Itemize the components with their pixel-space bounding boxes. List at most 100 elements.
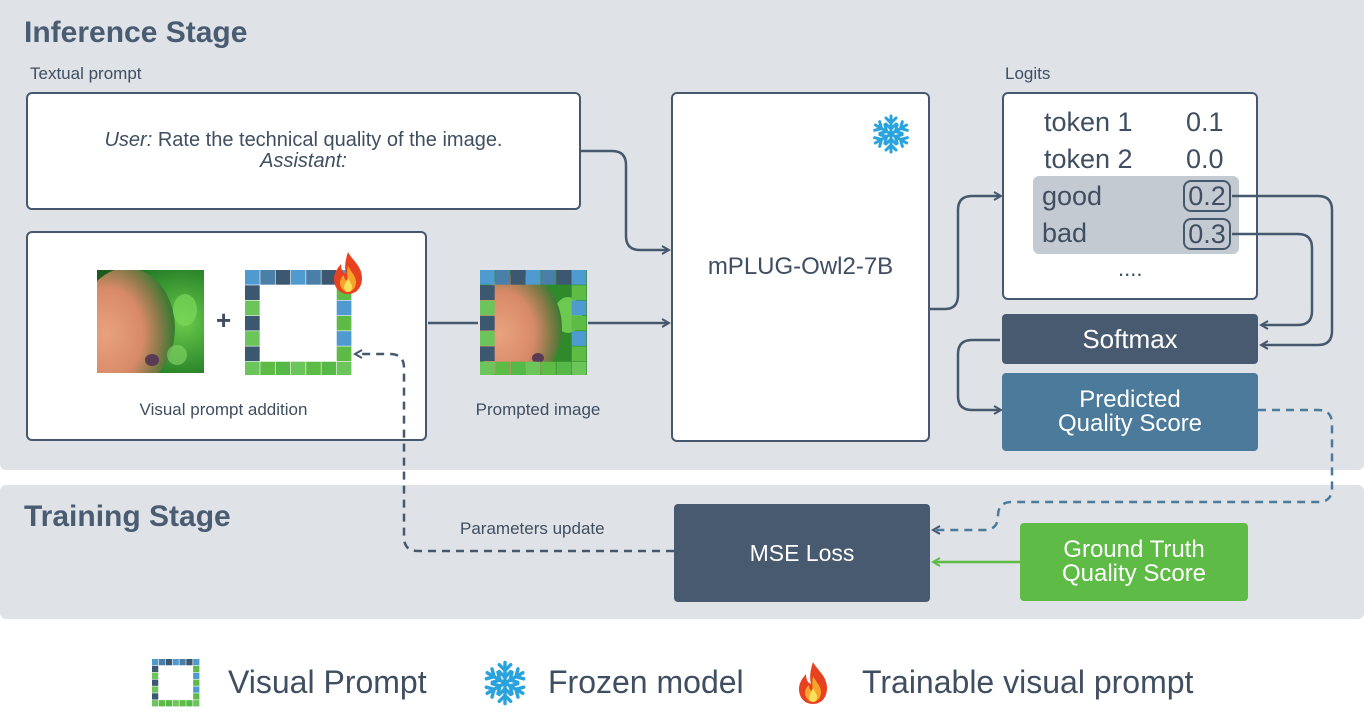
plus-sign: +	[216, 305, 232, 335]
arrow-model-to-logits	[930, 196, 1000, 311]
frame-tile	[152, 679, 159, 686]
prompted-image-label: Prompted image	[475, 400, 601, 419]
frame-tile	[152, 672, 159, 679]
fire-icon	[795, 659, 831, 712]
frame-tile	[275, 270, 291, 285]
predicted-line-2: Quality Score	[1057, 410, 1203, 437]
legend-frozen-model: Frozen model	[548, 664, 744, 700]
visual-prompt-addition-label: Visual prompt addition	[139, 400, 308, 419]
predicted-quality-score-box: Predicted Quality Score	[1002, 373, 1258, 451]
arrow-predicted-to-mse	[934, 408, 1334, 530]
frame-tile	[290, 270, 306, 285]
frame-tile	[245, 331, 260, 346]
legend-trainable-visual-prompt: Trainable visual prompt	[862, 664, 1194, 700]
model-name: mPLUG-Owl2-7B	[707, 253, 894, 280]
frame-tile	[172, 700, 179, 707]
frame-tile	[571, 270, 587, 285]
frame-tile	[245, 300, 260, 316]
frame-tile	[290, 361, 306, 375]
logits-label: Logits	[1005, 64, 1051, 83]
frame-tile	[336, 331, 352, 346]
frame-tile	[179, 700, 186, 707]
legend-visual-prompt: Visual Prompt	[228, 664, 427, 700]
frame-tile	[495, 270, 510, 285]
frame-tile	[245, 270, 260, 285]
logit-value-1: 0.1	[1186, 107, 1224, 137]
mse-loss-box: MSE Loss	[674, 504, 930, 602]
frame-tile	[275, 361, 291, 375]
parameters-update-label: Parameters update	[460, 519, 605, 538]
frame-tile	[336, 346, 352, 362]
frame-tile	[158, 700, 166, 707]
frame-tile	[260, 361, 275, 375]
snowflake-icon	[481, 659, 529, 712]
frame-tile	[186, 659, 193, 666]
frame-tile	[571, 315, 587, 331]
frame-tile	[480, 331, 495, 346]
arrow-bad-to-softmax	[1232, 232, 1314, 325]
logit-token-2: token 2	[1044, 144, 1133, 174]
arrow-text-to-model	[581, 149, 668, 250]
frame-tile	[510, 270, 526, 285]
assistant-tag: Assistant:	[260, 150, 347, 172]
prompt-text: User: Rate the technical quality of the …	[104, 130, 502, 172]
frame-tile	[571, 361, 587, 375]
logit-token-bad: bad	[1042, 218, 1088, 248]
frame-tile	[165, 700, 172, 707]
logit-token-good: good	[1042, 181, 1103, 211]
frame-tile	[525, 361, 541, 375]
frame-tile	[179, 659, 186, 666]
frame-tile	[571, 346, 587, 362]
frame-tile	[336, 300, 352, 316]
frame-tile	[480, 270, 495, 285]
logit-value-good: 0.2	[1183, 180, 1231, 212]
frame-tile	[571, 300, 587, 316]
frame-tile	[245, 315, 260, 331]
frame-tile	[245, 285, 260, 300]
arrow-params-update	[356, 354, 674, 553]
frame-tile	[556, 270, 572, 285]
frame-tile	[260, 270, 275, 285]
frame-tile	[193, 686, 200, 693]
frame-tile	[321, 361, 337, 375]
frame-tile	[245, 361, 260, 375]
fish-image	[97, 270, 204, 373]
ground-truth-line-2: Quality Score	[1061, 560, 1207, 587]
visual-prompt-frame	[245, 270, 352, 375]
frame-tile	[172, 659, 179, 666]
frame-tile	[480, 361, 495, 375]
fire-icon	[330, 250, 366, 301]
training-stage-title: Training Stage	[24, 500, 231, 533]
frame-tile	[158, 659, 166, 666]
frame-tile	[245, 346, 260, 362]
frame-tile	[571, 331, 587, 346]
snowflake-icon	[870, 113, 912, 160]
frame-tile	[480, 300, 495, 316]
textual-prompt-box: User: Rate the technical quality of the …	[26, 92, 581, 210]
frame-tile	[571, 285, 587, 300]
frame-tile	[193, 665, 200, 673]
frame-tile	[541, 361, 556, 375]
prompted-image	[480, 270, 587, 375]
frame-tile	[510, 361, 526, 375]
frame-tile	[152, 700, 159, 707]
frame-tile	[525, 270, 541, 285]
frame-tile	[480, 346, 495, 362]
logit-value-bad: 0.3	[1183, 218, 1231, 250]
frame-tile	[193, 659, 200, 666]
logits-highlight	[1033, 176, 1239, 254]
logit-value-2: 0.0	[1186, 144, 1224, 174]
textual-prompt-label: Textual prompt	[30, 64, 142, 83]
frame-tile	[193, 693, 200, 700]
frame-tile	[480, 285, 495, 300]
logits-ellipsis: ....	[1118, 256, 1143, 281]
user-text: Rate the technical quality of the image.	[157, 129, 503, 151]
logit-token-1: token 1	[1044, 107, 1133, 137]
frame-tile	[336, 361, 352, 375]
frame-tile	[321, 270, 337, 285]
visual-prompt-frame-icon	[152, 659, 200, 707]
frame-tile	[165, 659, 172, 666]
frame-tile	[541, 270, 556, 285]
frame-tile	[480, 315, 495, 331]
